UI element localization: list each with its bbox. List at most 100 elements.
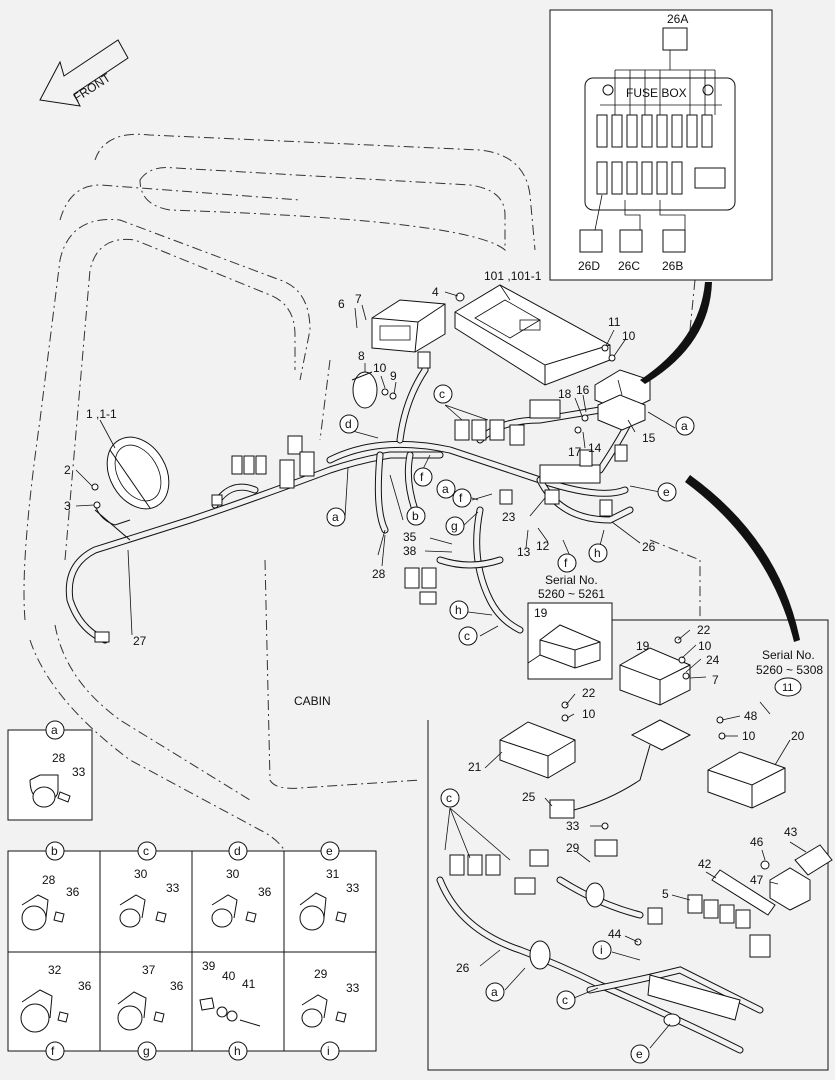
label-p7-b: 7 bbox=[712, 673, 719, 687]
label-p35: 35 bbox=[403, 530, 417, 544]
label-p18: 18 bbox=[558, 387, 572, 401]
label-p15: 15 bbox=[642, 431, 656, 445]
label-p28-a: 28 bbox=[372, 567, 386, 581]
label-p10-e: 10 bbox=[582, 707, 596, 721]
label-p10-c: 10 bbox=[698, 639, 712, 653]
circle-e-1: e bbox=[663, 485, 670, 499]
label-p7: 7 bbox=[355, 292, 362, 306]
circle-c-3: c bbox=[446, 791, 452, 805]
gauge-part-1 bbox=[91, 436, 170, 526]
clamp-detail-grid bbox=[7, 850, 377, 1052]
label-p30-a: 30 bbox=[134, 867, 148, 881]
radio-unit bbox=[371, 299, 446, 353]
relay-group-5 bbox=[687, 894, 751, 929]
label-p26-a: 26 bbox=[642, 540, 656, 554]
cabin-outline bbox=[23, 133, 701, 871]
detail-h-header: h bbox=[234, 1044, 241, 1058]
label-p21: 21 bbox=[468, 760, 482, 774]
label-p6: 6 bbox=[338, 297, 345, 311]
label-p25: 25 bbox=[522, 790, 536, 804]
detail-box bbox=[427, 619, 833, 1071]
circle-a-3: a bbox=[681, 419, 688, 433]
detail-f-header: f bbox=[51, 1044, 55, 1058]
label-p13: 13 bbox=[517, 545, 531, 559]
label-26A: 26A bbox=[667, 12, 688, 26]
label-p1: 1 ,1-1 bbox=[86, 407, 117, 421]
relay-block-right bbox=[574, 344, 651, 434]
label-p16: 16 bbox=[576, 383, 590, 397]
label-p28-c: 28 bbox=[42, 873, 56, 887]
label-26D: 26D bbox=[578, 259, 600, 273]
label-p36-d: 36 bbox=[170, 979, 184, 993]
label-p26-b: 26 bbox=[456, 961, 470, 975]
circle-g-1: g bbox=[451, 519, 458, 533]
label-p10-a: 10 bbox=[373, 361, 387, 375]
label-p33-b: 33 bbox=[72, 765, 86, 779]
front-label: FRONT bbox=[71, 70, 114, 105]
circle-h-1: h bbox=[594, 546, 601, 560]
circle-f-2: f bbox=[459, 491, 463, 505]
label-p11-b: 11 bbox=[782, 682, 793, 694]
label-p19-b: 19 bbox=[636, 639, 650, 653]
label-p4: 4 bbox=[432, 285, 439, 299]
label-p43: 43 bbox=[784, 825, 798, 839]
serial-1-line1: Serial No. bbox=[545, 573, 598, 587]
clamp-detail-a bbox=[7, 729, 93, 821]
circle-b-1: b bbox=[412, 509, 419, 523]
label-p31: 31 bbox=[326, 867, 340, 881]
circle-a-4: a bbox=[491, 985, 498, 999]
circle-c-1: c bbox=[439, 387, 445, 401]
label-p2: 2 bbox=[64, 463, 71, 477]
label-p3: 3 bbox=[64, 499, 71, 513]
label-p32: 32 bbox=[48, 963, 62, 977]
horn-8 bbox=[351, 371, 397, 409]
label-26C: 26C bbox=[618, 259, 640, 273]
label-p8: 8 bbox=[358, 349, 365, 363]
label-p23: 23 bbox=[502, 510, 516, 524]
label-p36-c: 36 bbox=[78, 979, 92, 993]
circle-i-1: i bbox=[600, 943, 603, 957]
connector-group-center bbox=[404, 351, 628, 605]
serial-1-line2: 5260 ~ 5261 bbox=[538, 587, 605, 601]
label-p33-e: 33 bbox=[346, 981, 360, 995]
label-p42: 42 bbox=[698, 857, 712, 871]
front-arrow: FRONT bbox=[39, 39, 129, 107]
label-p20: 20 bbox=[791, 729, 805, 743]
letter-circles: a a a b c c d e f f f g h h c i a c e a … bbox=[45, 384, 802, 1064]
label-p29-a: 29 bbox=[566, 841, 580, 855]
label-p19-a: 19 bbox=[534, 606, 548, 620]
fuse-box-title: FUSE BOX bbox=[626, 86, 687, 100]
label-p5: 5 bbox=[662, 887, 669, 901]
label-p37: 37 bbox=[142, 963, 156, 977]
label-p10-d: 10 bbox=[742, 729, 756, 743]
label-p39: 39 bbox=[202, 959, 216, 973]
label-p30-b: 30 bbox=[226, 867, 240, 881]
detail-i-header: i bbox=[327, 1044, 330, 1058]
label-p28-b: 28 bbox=[52, 751, 66, 765]
label-p33-a: 33 bbox=[566, 819, 580, 833]
label-p29-b: 29 bbox=[314, 967, 328, 981]
circle-f-3: f bbox=[564, 556, 568, 570]
circle-f-1: f bbox=[420, 470, 424, 484]
fuse-box-inset: 26A FUSE BOX 26D 26C 26B bbox=[549, 9, 773, 384]
circle-e-2: e bbox=[636, 1047, 643, 1061]
label-p14: 14 bbox=[588, 441, 602, 455]
serial-2-line1: Serial No. bbox=[762, 648, 815, 662]
detail-c-header: c bbox=[143, 844, 149, 858]
serial-2-line2: 5260 ~ 5308 bbox=[756, 663, 823, 677]
detail-b-header: b bbox=[51, 844, 58, 858]
label-p36-a: 36 bbox=[66, 885, 80, 899]
cabin-label: CABIN bbox=[294, 694, 331, 708]
label-p27: 27 bbox=[133, 634, 147, 648]
detail-leader bbox=[685, 475, 800, 642]
serial-inset-19: Serial No. 5260 ~ 5261 bbox=[527, 573, 613, 680]
label-p44: 44 bbox=[608, 927, 622, 941]
label-p41: 41 bbox=[242, 977, 256, 991]
detail-a-header: a bbox=[51, 723, 58, 737]
label-p38: 38 bbox=[403, 544, 417, 558]
label-p24: 24 bbox=[706, 653, 720, 667]
label-p46: 46 bbox=[750, 835, 764, 849]
label-p10-b: 10 bbox=[622, 329, 636, 343]
